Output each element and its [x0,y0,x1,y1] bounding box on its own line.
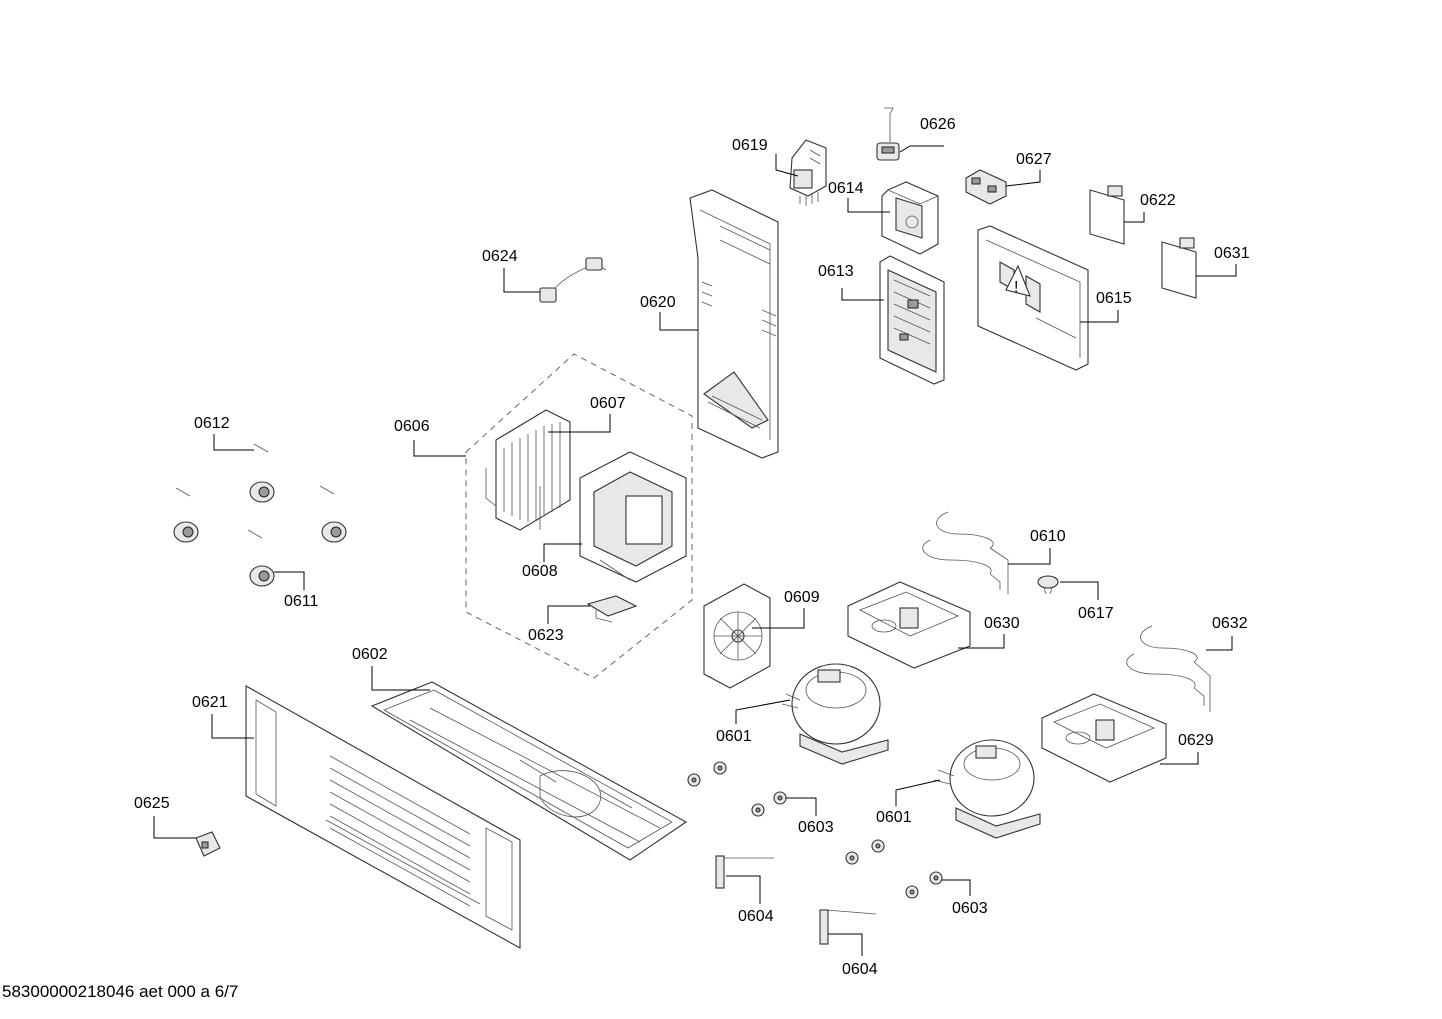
part-0604-b [819,909,877,945]
label-0625: 0625 [134,795,170,812]
label-0615: 0615 [1096,290,1132,307]
label-0606: 0606 [394,418,430,435]
part-0608 [579,451,687,583]
label-0610: 0610 [1030,528,1066,545]
label-0612: 0612 [194,415,230,432]
part-0607 [485,409,571,531]
part-0619 [789,139,827,206]
part-0601-compressor-a [781,663,889,765]
part-0614 [881,181,939,255]
part-0612-pins [175,443,335,539]
leader-lines [153,145,1237,956]
label-0632: 0632 [1212,615,1248,632]
label-0622: 0622 [1140,192,1176,209]
part-0604-a [715,855,774,889]
group-outline-0606 [465,353,693,679]
svg-text:!: ! [1014,279,1018,296]
label-0601-a: 0601 [716,728,752,745]
part-0622 [1089,185,1125,245]
label-0613: 0613 [818,263,854,280]
part-0630 [847,581,971,669]
label-0623: 0623 [528,627,564,644]
part-0601-compressor-b [933,739,1041,839]
label-0614: 0614 [828,180,864,197]
label-0604-a: 0604 [738,908,774,925]
part-0620 [689,189,779,459]
part-0631 [1161,237,1197,299]
part-0617 [1037,575,1059,595]
label-0611: 0611 [284,593,319,610]
part-0632 [1126,625,1211,712]
label-0619: 0619 [732,137,768,154]
label-0609: 0609 [784,589,820,606]
label-0617: 0617 [1078,605,1114,622]
drawing-reference-footer: 58300000218046 aet 000 a 6/7 [2,982,238,1001]
label-0620: 0620 [640,294,676,311]
part-0609 [703,583,771,689]
label-0626: 0626 [920,116,956,133]
label-0604-b: 0604 [842,961,878,978]
part-0613 [879,255,945,385]
part-0625 [195,831,221,857]
label-0631: 0631 [1214,245,1250,262]
part-0615: ! [977,225,1089,371]
part-0626 [876,107,900,161]
part-0629 [1041,693,1167,783]
label-0608: 0608 [522,563,558,580]
label-0602: 0602 [352,646,388,663]
part-0611-rollers [173,481,347,587]
label-0624: 0624 [482,248,518,265]
part-0624 [539,257,607,303]
label-0603-a: 0603 [798,819,834,836]
label-0630: 0630 [984,615,1020,632]
label-0607: 0607 [590,395,626,412]
label-0629: 0629 [1178,732,1214,749]
label-0601-b: 0601 [876,809,912,826]
part-0621 [245,685,521,949]
part-0623 [586,595,638,623]
part-0627 [965,169,1007,205]
label-0627: 0627 [1016,151,1052,168]
part-0610 [922,511,1009,594]
label-0621: 0621 [192,694,228,711]
label-0603-b: 0603 [952,900,988,917]
